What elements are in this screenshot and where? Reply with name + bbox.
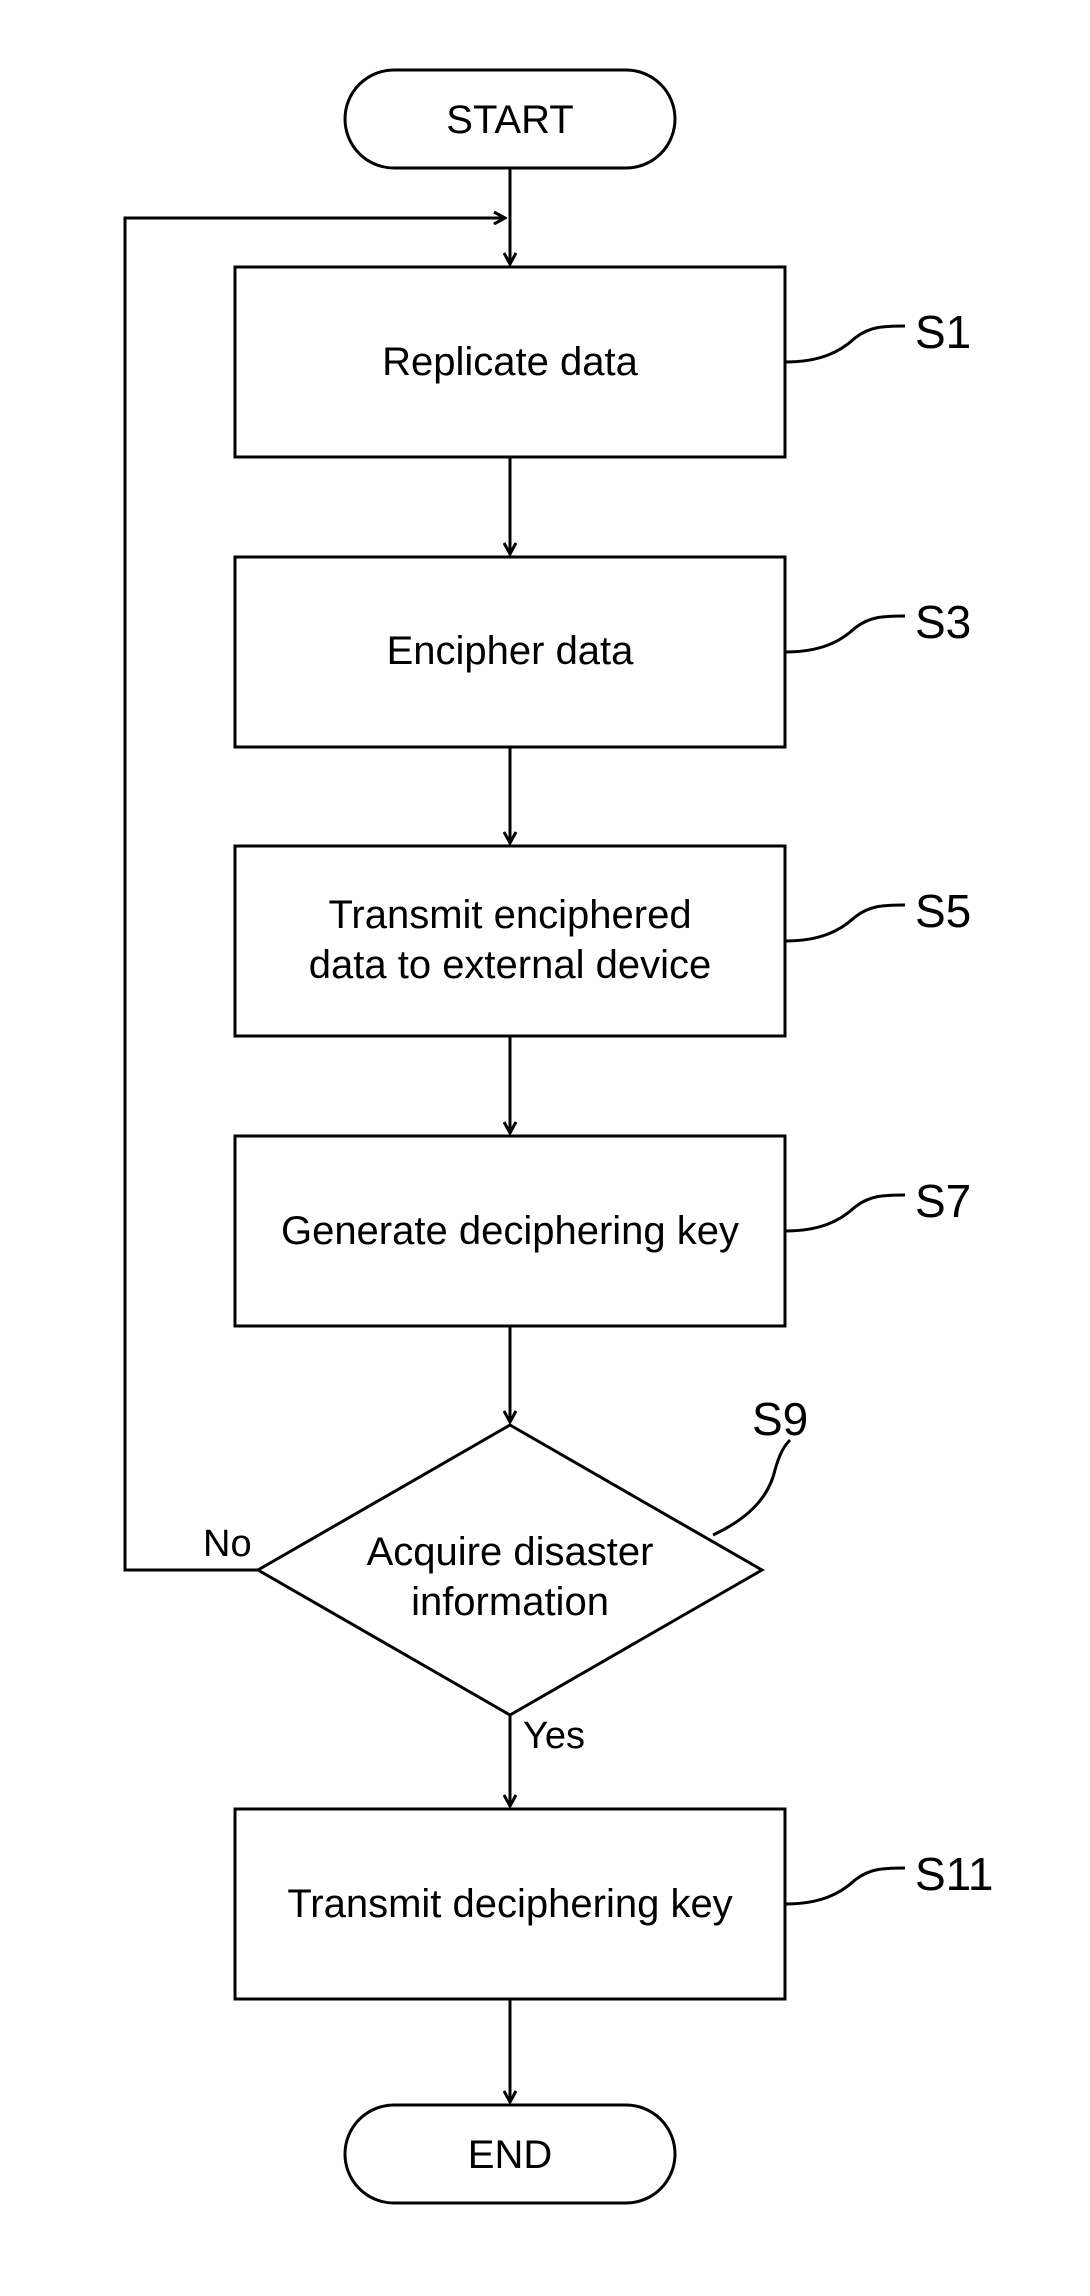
end-terminal: END [345, 2105, 675, 2203]
leader-s9 [713, 1440, 790, 1535]
step-id-s1: S1 [915, 306, 971, 358]
s1-label: Replicate data [382, 340, 638, 384]
end-label: END [468, 2133, 552, 2177]
process-box-s11: Transmit deciphering key [235, 1809, 785, 1999]
branch-no-label: No [203, 1523, 252, 1565]
leader-s5 [785, 905, 905, 941]
s5-label-line2: data to external device [309, 943, 711, 987]
leader-s3 [785, 616, 905, 652]
step-id-s11: S11 [915, 1848, 993, 1900]
leader-s1 [785, 326, 905, 362]
process-box-s1: Replicate data [235, 267, 785, 457]
s5-label-line1: Transmit enciphered [328, 893, 691, 937]
leader-s11 [785, 1868, 905, 1904]
leader-s7 [785, 1195, 905, 1231]
decision-diamond-s9: Acquire disaster information [258, 1425, 762, 1715]
s7-label: Generate deciphering key [281, 1209, 739, 1253]
start-terminal: START [345, 70, 675, 168]
step-id-s3: S3 [915, 596, 971, 648]
s9-label-line1: Acquire disaster [367, 1530, 654, 1574]
process-box-s7: Generate deciphering key [235, 1136, 785, 1326]
branch-yes-label: Yes [523, 1715, 585, 1757]
step-id-s9: S9 [752, 1393, 808, 1445]
s3-label: Encipher data [387, 629, 635, 673]
process-box-s5: Transmit enciphered data to external dev… [235, 846, 785, 1036]
s9-label-line2: information [411, 1580, 609, 1624]
step-id-s5: S5 [915, 885, 971, 937]
process-box-s3: Encipher data [235, 557, 785, 747]
step-id-s7: S7 [915, 1175, 971, 1227]
start-label: START [446, 98, 573, 142]
s11-label: Transmit deciphering key [287, 1882, 732, 1926]
